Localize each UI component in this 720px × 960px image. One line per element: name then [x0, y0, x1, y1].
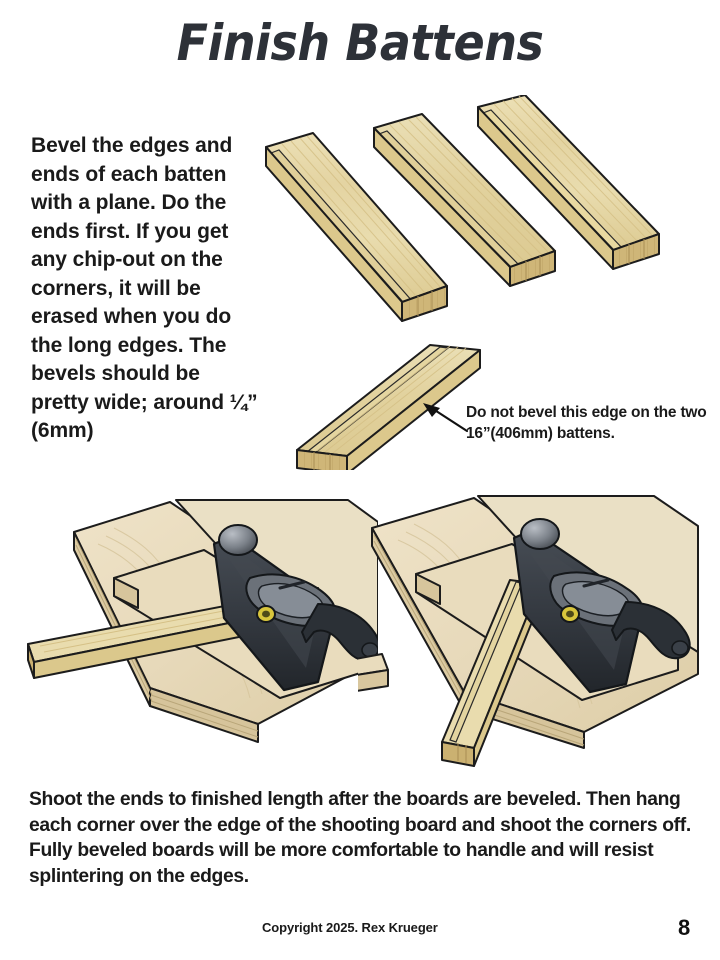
adjacent-board-stub — [358, 653, 389, 692]
hand-plane — [212, 524, 378, 692]
batten-2 — [373, 113, 556, 287]
shooting-board-right-illustration — [358, 495, 699, 767]
batten-4-unbeveled-edge — [296, 344, 481, 470]
outro-paragraph: Shoot the ends to finished length after … — [29, 788, 691, 887]
callout-arrow-icon — [423, 403, 469, 433]
battens-illustration — [265, 95, 660, 470]
page-title: Finish Battens — [176, 14, 544, 72]
workpiece-batten-cornered — [441, 579, 541, 767]
callout-note: Do not bevel this edge on the two 16”(40… — [466, 404, 707, 442]
batten-3 — [477, 95, 660, 270]
page-number: 8 — [678, 915, 691, 940]
shooting-board-left-illustration — [27, 499, 378, 743]
footer-copyright: Copyright 2025. Rex Krueger — [262, 920, 438, 935]
intro-paragraph: Bevel the edges and ends of each batten … — [31, 134, 258, 442]
batten-1 — [265, 132, 448, 322]
hand-plane — [512, 518, 691, 694]
